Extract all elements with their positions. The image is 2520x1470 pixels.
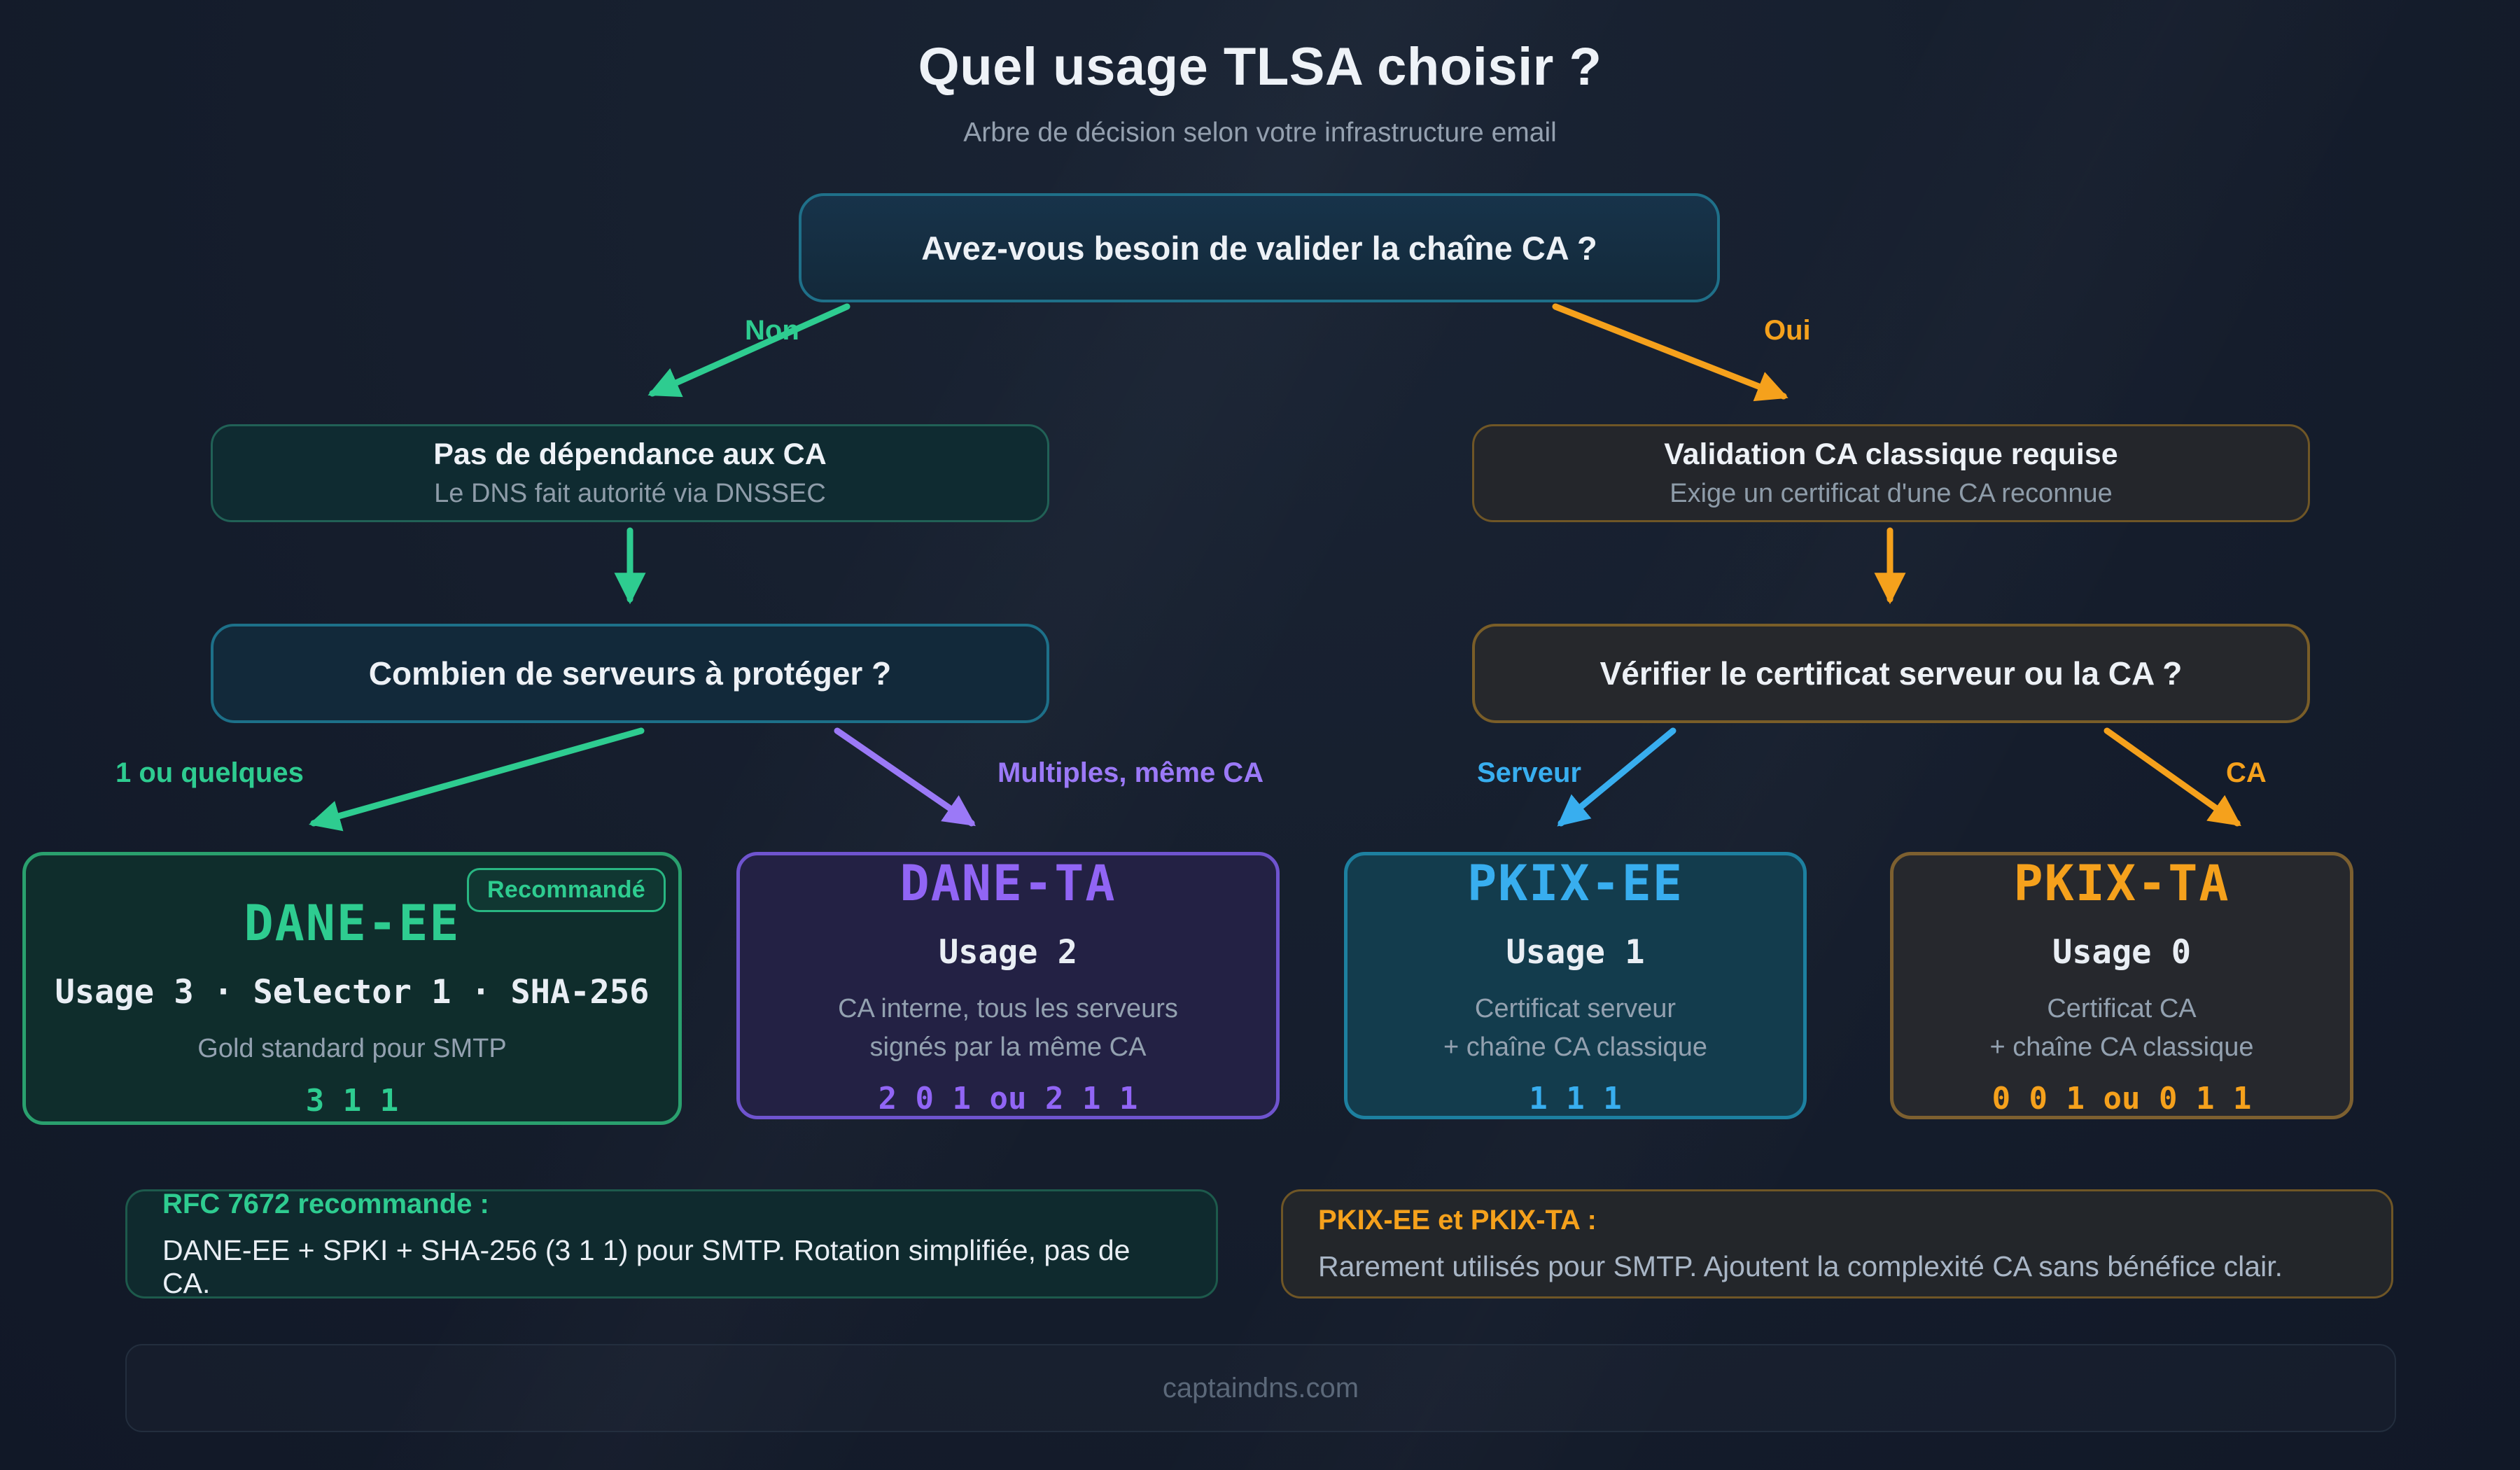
card-pkix-ta-usage: Usage 0 — [2052, 932, 2192, 972]
card-dane-ee-usage: Usage 3 · Selector 1 · SHA-256 — [55, 973, 650, 1012]
card-pkix-ta-desc-line2: + chaîne CA classique — [1989, 1032, 2254, 1062]
card-pkix-ee-usage: Usage 1 — [1506, 932, 1645, 972]
verify-target-question-text: Vérifier le certificat serveur ou la CA … — [1600, 655, 2183, 692]
card-dane-ee-code: 3 1 1 — [305, 1082, 399, 1119]
card-dane-ta-desc-line2: signés par la même CA — [869, 1032, 1147, 1062]
footer-bar: captaindns.com — [125, 1344, 2396, 1432]
branch-label-multiple-servers: Multiples, même CA — [997, 757, 1264, 788]
note-rfc-7672-title: RFC 7672 recommande : — [162, 1188, 489, 1219]
arrow-few — [309, 727, 645, 832]
card-pkix-ee-desc-line2: + chaîne CA classique — [1443, 1032, 1708, 1062]
arrow-oui — [1552, 303, 1788, 402]
branch-label-non: Non — [745, 315, 799, 346]
card-pkix-ee-desc-line1: Certificat serveur — [1474, 993, 1676, 1023]
card-pkix-ta: PKIX-TA Usage 0 Certificat CA + chaîne C… — [1890, 852, 2353, 1119]
branch-label-few-servers: 1 ou quelques — [115, 757, 304, 788]
card-dane-ee-title: DANE-EE — [244, 895, 461, 953]
no-dependency-title: Pas de dépendance aux CA — [433, 438, 827, 471]
card-pkix-ta-code: 0 0 1 ou 0 1 1 — [1991, 1081, 2252, 1117]
no-dependency-box: Pas de dépendance aux CA Le DNS fait aut… — [211, 424, 1049, 522]
root-question-text: Avez-vous besoin de valider la chaîne CA… — [921, 229, 1597, 267]
note-pkix-body: Rarement utilisés pour SMTP. Ajoutent la… — [1318, 1250, 2283, 1282]
root-question-box: Avez-vous besoin de valider la chaîne CA… — [799, 193, 1720, 302]
card-dane-ta-desc-line1: CA interne, tous les serveurs — [838, 993, 1178, 1023]
card-pkix-ee: PKIX-EE Usage 1 Certificat serveur + cha… — [1344, 852, 1807, 1119]
note-pkix-title: PKIX-EE et PKIX-TA : — [1318, 1205, 1597, 1236]
card-dane-ta-usage: Usage 2 — [938, 932, 1078, 972]
card-dane-ee-description: Gold standard pour SMTP — [197, 1034, 507, 1064]
page-subtitle: Arbre de décision selon votre infrastruc… — [963, 118, 1557, 148]
branch-label-ca: CA — [2226, 757, 2267, 788]
server-count-question-text: Combien de serveurs à protéger ? — [368, 655, 892, 692]
card-pkix-ee-title: PKIX-EE — [1466, 854, 1684, 912]
arrow-ca — [2104, 727, 2241, 827]
branch-label-oui: Oui — [1764, 315, 1811, 346]
page-title: Quel usage TLSA choisir ? — [918, 37, 1602, 97]
card-pkix-ta-title: PKIX-TA — [2013, 854, 2230, 912]
card-dane-ta-code: 2 0 1 ou 2 1 1 — [878, 1081, 1138, 1117]
verify-target-question-box: Vérifier le certificat serveur ou la CA … — [1472, 624, 2310, 723]
card-dane-ee: Recommandé DANE-EE Usage 3 · Selector 1 … — [22, 852, 682, 1125]
ca-validation-box: Validation CA classique requise Exige un… — [1472, 424, 2310, 522]
card-pkix-ee-description: Certificat serveur + chaîne CA classique — [1443, 990, 1707, 1067]
note-pkix: PKIX-EE et PKIX-TA : Rarement utilisés p… — [1281, 1189, 2393, 1298]
server-count-question-box: Combien de serveurs à protéger ? — [211, 624, 1049, 723]
ca-validation-subtitle: Exige un certificat d'une CA reconnue — [1670, 479, 2113, 508]
ca-validation-title: Validation CA classique requise — [1664, 438, 2118, 471]
arrow-multiple — [834, 727, 976, 827]
no-dependency-subtitle: Le DNS fait autorité via DNSSEC — [434, 479, 826, 508]
card-pkix-ta-description: Certificat CA + chaîne CA classique — [1989, 990, 2253, 1067]
branch-label-server: Serveur — [1477, 757, 1581, 788]
card-dane-ta-title: DANE-TA — [899, 854, 1116, 912]
card-dane-ta: DANE-TA Usage 2 CA interne, tous les ser… — [736, 852, 1280, 1119]
note-rfc-7672-body: DANE-EE + SPKI + SHA-256 (3 1 1) pour SM… — [162, 1233, 1130, 1299]
note-rfc-7672: RFC 7672 recommande : DANE-EE + SPKI + S… — [125, 1188, 1218, 1299]
recommended-badge: Recommandé — [467, 868, 666, 912]
card-pkix-ee-code: 1 1 1 — [1529, 1081, 1622, 1117]
footer-site-text: captaindns.com — [1162, 1372, 1359, 1404]
card-dane-ta-description: CA interne, tous les serveurs signés par… — [838, 990, 1178, 1067]
card-pkix-ta-desc-line1: Certificat CA — [2047, 993, 2197, 1023]
